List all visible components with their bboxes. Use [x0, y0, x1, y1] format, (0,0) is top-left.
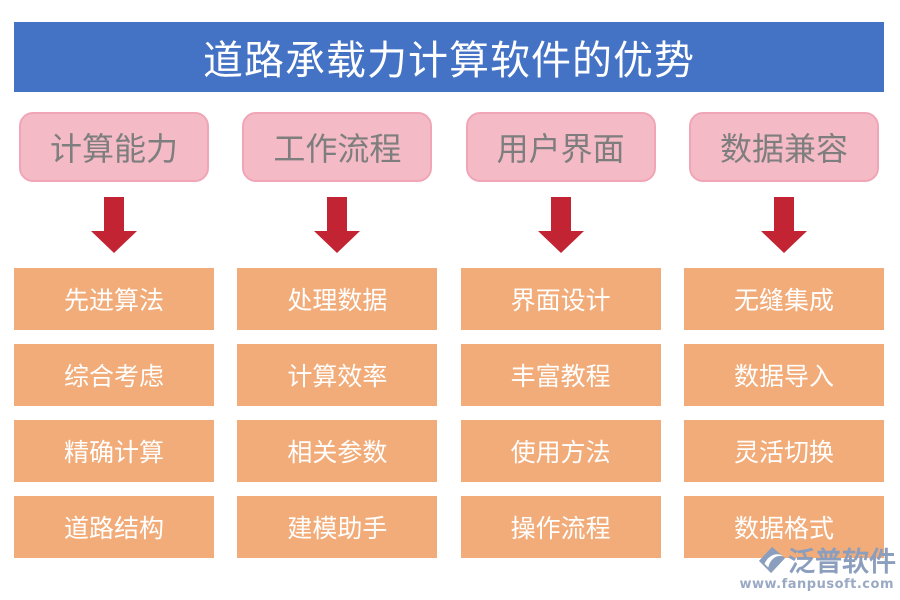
item-label: 灵活切换	[733, 438, 834, 467]
item-box: 精确计算	[14, 420, 214, 482]
item-label: 使用方法	[510, 438, 611, 467]
item-label: 道路结构	[63, 514, 164, 543]
column-header-label: 数据兼容	[719, 130, 848, 168]
item-box: 处理数据	[237, 268, 438, 330]
item-box: 计算效率	[237, 344, 438, 406]
down-arrow-icon	[537, 182, 584, 268]
down-arrow-icon	[314, 182, 361, 268]
item-label: 数据格式	[733, 514, 834, 543]
item-label: 先进算法	[63, 286, 164, 315]
column-computing-power: 计算能力 先进算法 综合考虑 精确计算 道路结构	[14, 112, 214, 558]
item-box: 灵活切换	[683, 420, 884, 482]
watermark: 泛普软件 www.fanpusoft.com	[739, 540, 896, 592]
item-label: 处理数据	[287, 286, 388, 315]
watermark-url: www.fanpusoft.com	[739, 577, 894, 592]
fanpu-logo-icon	[758, 546, 786, 574]
item-box: 先进算法	[14, 268, 214, 330]
column-header-label: 工作流程	[273, 130, 402, 168]
item-label: 界面设计	[510, 286, 611, 315]
item-label: 精确计算	[63, 438, 164, 467]
column-header: 数据兼容	[688, 112, 879, 182]
item-box: 界面设计	[460, 268, 661, 330]
item-label: 丰富教程	[510, 362, 611, 391]
item-label: 相关参数	[287, 438, 388, 467]
column-header-label: 计算能力	[49, 130, 178, 168]
item-box: 数据格式	[683, 496, 884, 558]
down-arrow-icon	[760, 182, 807, 268]
item-label: 综合考虑	[63, 362, 164, 391]
column-header: 工作流程	[242, 112, 433, 182]
column-data-compatibility: 数据兼容 无缝集成 数据导入 灵活切换 数据格式	[683, 112, 884, 558]
item-box: 无缝集成	[683, 268, 884, 330]
item-label: 操作流程	[510, 514, 611, 543]
item-box: 丰富教程	[460, 344, 661, 406]
item-label: 建模助手	[287, 514, 388, 543]
item-box: 使用方法	[460, 420, 661, 482]
column-user-interface: 用户界面 界面设计 丰富教程 使用方法 操作流程	[460, 112, 661, 558]
page-title-text: 道路承载力计算软件的优势	[203, 38, 695, 84]
item-box: 相关参数	[237, 420, 438, 482]
columns-container: 计算能力 先进算法 综合考虑 精确计算 道路结构 工作流程 处理数据 计算效率 …	[14, 112, 884, 558]
column-workflow: 工作流程 处理数据 计算效率 相关参数 建模助手	[237, 112, 438, 558]
item-label: 数据导入	[733, 362, 834, 391]
watermark-brand-row: 泛普软件	[758, 540, 896, 579]
column-header-label: 用户界面	[496, 130, 625, 168]
item-label: 无缝集成	[733, 286, 834, 315]
watermark-brand-text: 泛普软件	[788, 547, 896, 578]
item-box: 综合考虑	[14, 344, 214, 406]
item-box: 道路结构	[14, 496, 214, 558]
page-title: 道路承载力计算软件的优势	[14, 22, 884, 92]
item-box: 数据导入	[683, 344, 884, 406]
item-label: 计算效率	[287, 362, 388, 391]
item-box: 建模助手	[237, 496, 438, 558]
down-arrow-icon	[91, 182, 137, 268]
item-box: 操作流程	[460, 496, 661, 558]
column-header: 用户界面	[465, 112, 656, 182]
column-header: 计算能力	[19, 112, 209, 182]
